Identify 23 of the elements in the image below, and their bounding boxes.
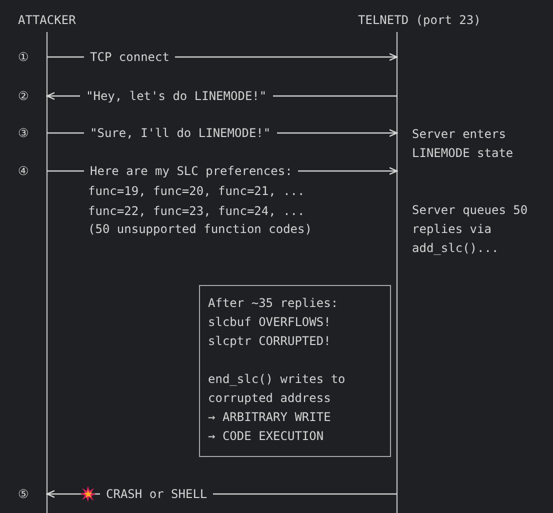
server-note: Server enters LINEMODE state [412,126,514,162]
server-note: Server queues 50 replies via add_slc()... [412,202,529,257]
message-text: func=19, func=20, func=21, ... [88,183,305,199]
note-text: slcbuf OVERFLOWS! [208,314,332,331]
edge-label: "Hey, let's do LINEMODE!" [80,88,273,104]
note-text: end_slc() writes to corrupted address [208,371,346,407]
step-number: ① [18,49,29,65]
step-number: ⑤ [18,486,29,502]
step-number: ④ [18,163,29,179]
lifeline-header: ATTACKER [18,13,76,27]
message-text: (50 unsupported function codes) [88,221,312,237]
lifeline-header: TELNETD (port 23) [358,13,481,27]
step-number: ③ [18,125,29,141]
step-number: ② [18,88,29,104]
message-text: func=22, func=23, func=24, ... [88,203,305,219]
note-box [199,285,391,457]
note-text: → CODE EXECUTION [208,428,325,445]
note-text: → ARBITRARY WRITE [208,409,332,426]
note-text: After ~35 replies: [208,295,340,312]
edge-label: Here are my SLC preferences: [84,163,298,179]
note-text: slcptr CORRUPTED! [208,333,332,350]
edge-label: "Sure, I'll do LINEMODE!" [84,125,277,141]
lifeline-column [18,12,76,513]
